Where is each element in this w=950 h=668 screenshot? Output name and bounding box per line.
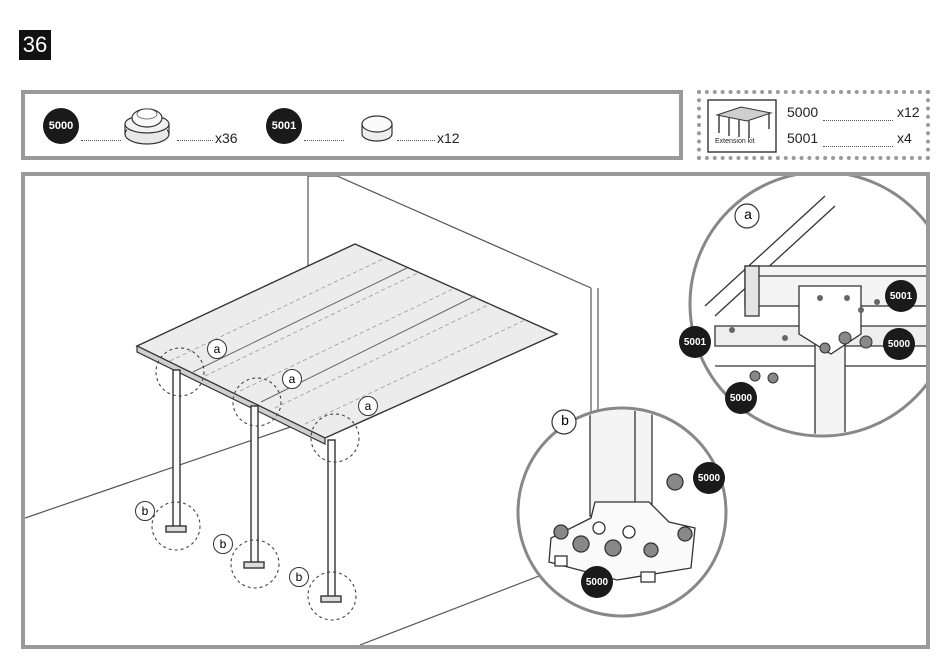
cap-5001-icon [357, 106, 407, 156]
dotted-leader [81, 140, 121, 141]
dotted-leader [823, 120, 893, 121]
detail-a-label: a [739, 206, 757, 222]
part-qty-5000: x36 [215, 130, 238, 146]
dotted-leader [177, 140, 213, 141]
cap-5000-icon [121, 98, 201, 158]
kit-code-5001: 5001 [787, 130, 818, 146]
main-illustration-panel: a a a b b b a b 5001 5001 5000 5000 5000… [21, 172, 930, 649]
callout-b: b [289, 567, 309, 587]
detail-a-badge-5001: 5001 [679, 326, 711, 358]
kit-code-5000: 5000 [787, 104, 818, 120]
detail-b-badge-5000: 5000 [693, 462, 725, 494]
extension-kit-icon [707, 99, 779, 155]
callout-a: a [207, 339, 227, 359]
callout-b: b [135, 501, 155, 521]
extension-kit-label: Extension kit [715, 138, 755, 145]
part-badge-5000: 5000 [43, 108, 79, 144]
kit-qty-5000: x12 [897, 104, 920, 120]
detail-a-badge-5001: 5001 [885, 280, 917, 312]
callout-a: a [358, 396, 378, 416]
detail-a-badge-5000: 5000 [725, 382, 757, 414]
dotted-leader [304, 140, 344, 141]
detail-a-badge-5000: 5000 [883, 328, 915, 360]
detail-b-label: b [556, 412, 574, 428]
detail-b-badge-5000: 5000 [581, 566, 613, 598]
dotted-leader [823, 146, 893, 147]
parts-box: 5000 x36 5001 x12 [21, 90, 683, 160]
part-qty-5001: x12 [437, 130, 460, 146]
part-badge-5001: 5001 [266, 108, 302, 144]
extension-kit-box: Extension kit 5000 x12 5001 x4 [697, 90, 930, 160]
roof-panels [137, 244, 557, 444]
pergola-illustration [25, 176, 926, 645]
kit-qty-5001: x4 [897, 130, 912, 146]
detail-b [518, 396, 726, 616]
callout-b: b [213, 534, 233, 554]
step-number: 36 [19, 30, 51, 60]
dotted-leader [397, 140, 435, 141]
callout-a: a [282, 369, 302, 389]
